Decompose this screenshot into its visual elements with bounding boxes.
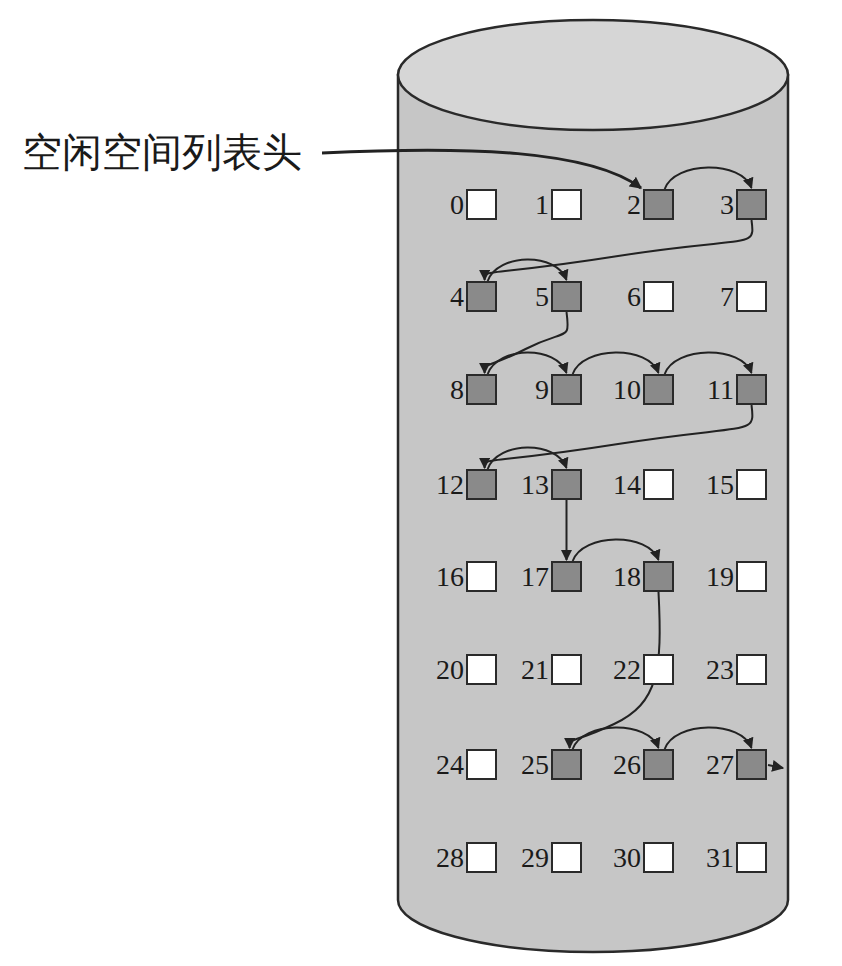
block-number: 24 <box>436 751 464 779</box>
disk-block: 13 <box>551 469 582 500</box>
disk-block: 29 <box>551 842 582 873</box>
disk-block: 18 <box>643 561 674 592</box>
free-list-link <box>488 352 567 374</box>
block-number: 11 <box>707 376 734 404</box>
disk-block: 21 <box>551 654 582 685</box>
free-list-link <box>485 312 568 373</box>
block-number: 4 <box>450 283 464 311</box>
disk-block: 24 <box>466 749 497 780</box>
block-number: 5 <box>535 283 549 311</box>
disk-block: 3 <box>736 189 767 220</box>
cylinder-body <box>398 75 788 952</box>
disk-block: 22 <box>643 654 674 685</box>
block-number: 20 <box>436 656 464 684</box>
disk-block: 30 <box>643 842 674 873</box>
block-number: 25 <box>521 751 549 779</box>
list-head-label: 空闲空间列表头 <box>22 130 302 174</box>
free-list-link <box>573 539 659 561</box>
block-number: 13 <box>521 471 549 499</box>
disk-block: 12 <box>466 469 497 500</box>
block-number: 19 <box>706 563 734 591</box>
disk-block: 23 <box>736 654 767 685</box>
disk-block: 17 <box>551 561 582 592</box>
free-list-link <box>566 500 568 560</box>
block-number: 8 <box>450 376 464 404</box>
free-list-link <box>665 352 752 374</box>
disk-block: 8 <box>466 374 497 405</box>
block-number: 3 <box>720 191 734 219</box>
block-number: 28 <box>436 844 464 872</box>
disk-block: 28 <box>466 842 497 873</box>
block-number: 14 <box>613 471 641 499</box>
disk-block: 16 <box>466 561 497 592</box>
block-number: 31 <box>706 844 734 872</box>
block-number: 22 <box>613 656 641 684</box>
block-number: 29 <box>521 844 549 872</box>
block-number: 10 <box>613 376 641 404</box>
leader-line <box>322 150 641 188</box>
block-number: 9 <box>535 376 549 404</box>
block-number: 6 <box>627 283 641 311</box>
disk-block: 10 <box>643 374 674 405</box>
free-list-link <box>488 447 567 469</box>
disk-block: 9 <box>551 374 582 405</box>
block-number: 23 <box>706 656 734 684</box>
block-number: 2 <box>627 191 641 219</box>
disk-block: 20 <box>466 654 497 685</box>
cylinder-top <box>398 20 788 130</box>
disk-block: 27 <box>736 749 767 780</box>
free-list-link <box>665 727 752 749</box>
block-number: 17 <box>521 563 549 591</box>
free-list-link <box>573 352 659 374</box>
free-list-link <box>665 167 752 189</box>
block-number: 12 <box>436 471 464 499</box>
disk-block: 2 <box>643 189 674 220</box>
block-number: 15 <box>706 471 734 499</box>
disk-block: 31 <box>736 842 767 873</box>
disk-block: 11 <box>736 374 767 405</box>
block-number: 7 <box>720 283 734 311</box>
disk-block: 26 <box>643 749 674 780</box>
disk-block: 7 <box>736 281 767 312</box>
block-number: 21 <box>521 656 549 684</box>
free-list-link <box>485 220 753 280</box>
block-number: 26 <box>613 751 641 779</box>
list-tail-arrow <box>768 765 783 768</box>
disk-block: 5 <box>551 281 582 312</box>
free-list-link <box>573 727 659 749</box>
disk-block: 4 <box>466 281 497 312</box>
disk-block: 15 <box>736 469 767 500</box>
disk-block: 19 <box>736 561 767 592</box>
free-list-link <box>485 405 753 468</box>
free-list-link <box>488 259 567 281</box>
disk-block: 1 <box>551 189 582 220</box>
block-number: 27 <box>706 751 734 779</box>
block-number: 30 <box>613 844 641 872</box>
block-number: 0 <box>450 191 464 219</box>
disk-block: 25 <box>551 749 582 780</box>
block-number: 18 <box>613 563 641 591</box>
disk-block: 0 <box>466 189 497 220</box>
disk-block: 14 <box>643 469 674 500</box>
block-number: 16 <box>436 563 464 591</box>
disk-block: 6 <box>643 281 674 312</box>
block-number: 1 <box>535 191 549 219</box>
